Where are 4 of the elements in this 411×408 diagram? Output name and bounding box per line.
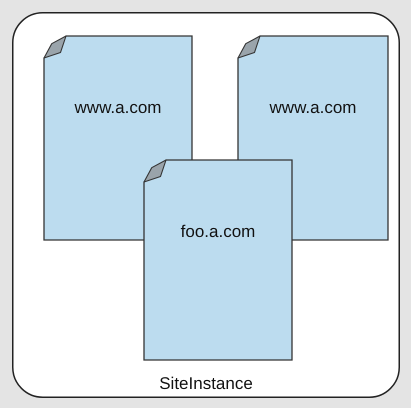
- page-url-label: foo.a.com: [180, 222, 256, 242]
- page-url-label: www.a.com: [268, 98, 358, 118]
- page-url-label: www.a.com: [74, 98, 162, 118]
- container-label: SiteInstance: [158, 374, 254, 394]
